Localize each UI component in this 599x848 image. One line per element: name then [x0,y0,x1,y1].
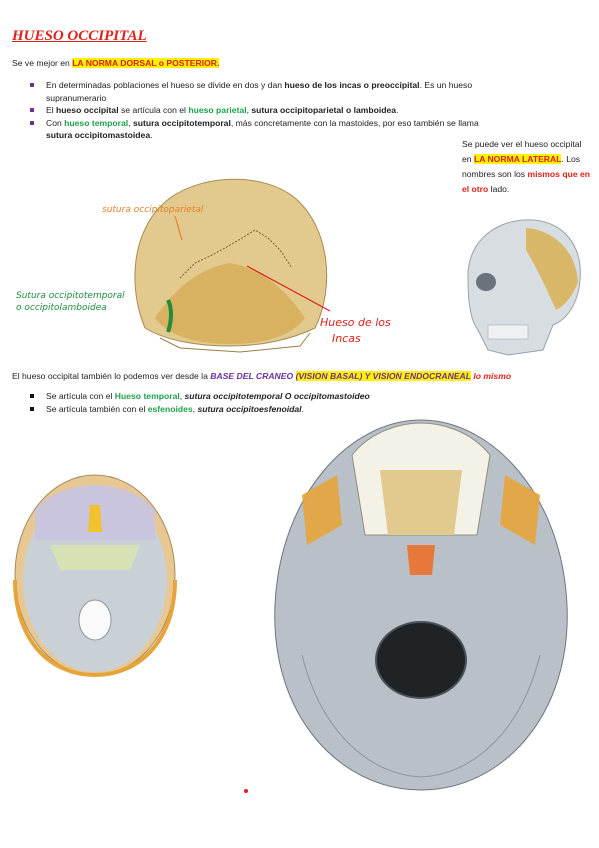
red-text: mismos que en el otro [462,169,591,194]
endocranial-view-figure [13,474,177,678]
highlight-text: LA NORMA LATERAL [473,154,562,164]
text: Con [46,117,65,128]
posterior-skull-figure: sutura occipitoparietal Sutura occipitot… [16,178,391,353]
bold-text: sutura occipitoparietal o lamboidea [251,105,397,115]
red-text: lo mismo [473,371,512,381]
text: El hueso occipital también lo podemos ve… [12,371,211,381]
text: . [301,403,304,414]
bullet-list-1: En determinadas poblaciones el hueso se … [30,79,550,142]
text: , [179,391,185,401]
base-line: El hueso occipital también lo podemos ve… [12,370,511,382]
label-hueso-incas-2: Incas [332,332,361,345]
bold-italic-text: sutura occipitoesfenoidal [197,403,302,414]
list-item: Se artícula con el Hueso temporal, sutur… [30,390,550,403]
green-text: Hueso temporal [114,391,180,401]
green-text: hueso temporal [64,117,129,128]
intro-prefix: Se ve mejor en [12,58,73,68]
red-dot-mark [244,789,248,793]
label-sutura-occipitotemporal: Sutura occipitotemporal [16,291,125,301]
bold-text: sutura occipitotemporal [132,117,231,128]
text: Se puede ver el hueso occipital en [462,139,582,164]
side-note: Se puede ver el hueso occipital en LA NO… [462,137,590,197]
text: . [150,130,153,140]
basal-view-figure [274,419,568,791]
label-sutura-occipitoparietal: sutura occipitoparietal [102,205,204,215]
page-title: HUESO OCCIPITAL [12,28,147,44]
bullet-marker-icon [30,394,34,398]
bullet-marker-icon [30,406,34,411]
list-item: En determinadas poblaciones el hueso se … [30,79,550,104]
annotation-arrows [174,215,331,312]
label-hueso-incas-1: Hueso de los [320,316,391,329]
label-occipitolamboidea: o occipitolamboidea [16,303,107,313]
bullet-marker-icon [30,120,34,125]
bold-text: hueso de los incas o preoccipital [284,80,420,90]
posterior-skull-illustration [134,178,328,353]
text: En determinadas poblaciones el hueso se … [46,80,285,90]
text: , [192,403,198,414]
intro-line: Se ve mejor en LA NORMA DORSAL o POSTERI… [12,57,220,69]
bold-text: hueso occipital [56,105,119,115]
bullet-marker-icon [30,83,34,87]
green-text: esfenoides [147,403,193,414]
text: lado. [488,184,510,194]
text: , más concretamente con la mastoides, po… [230,117,479,128]
bullet-list-2: Se artícula con el Hueso temporal, sutur… [30,390,550,415]
text: Se artícula también con el [46,403,148,414]
text: , [128,117,133,128]
bold-text: sutura occipitomastoidea [46,130,151,140]
list-item: Con hueso temporal, sutura occipitotempo… [30,117,550,142]
bold-italic-text: sutura occipitotemporal O occipitomastoi… [184,391,370,401]
text: . Los nombres son los [462,154,581,179]
text: , [246,105,252,115]
text: se artícula con el [118,105,189,115]
list-item: Se artícula también con el esfenoides, s… [30,403,550,416]
bullet-marker-icon [30,108,34,112]
list-item: El hueso occipital se artícula con el hu… [30,104,550,117]
intro-highlight: LA NORMA DORSAL o POSTERIOR. [72,58,220,68]
lateral-skull-figure [467,219,581,356]
green-text: hueso parietal [188,105,247,115]
purple-text: BASE DEL CRANEO [210,371,294,381]
text: Se artícula con el [46,391,115,401]
highlight-text: (VISION BASAL) Y VISION ENDOCRANEAL [295,371,471,381]
text: . Es un hueso [419,80,473,90]
text: El [46,105,57,115]
text: supranumerario [46,92,107,103]
text: . [396,105,399,115]
